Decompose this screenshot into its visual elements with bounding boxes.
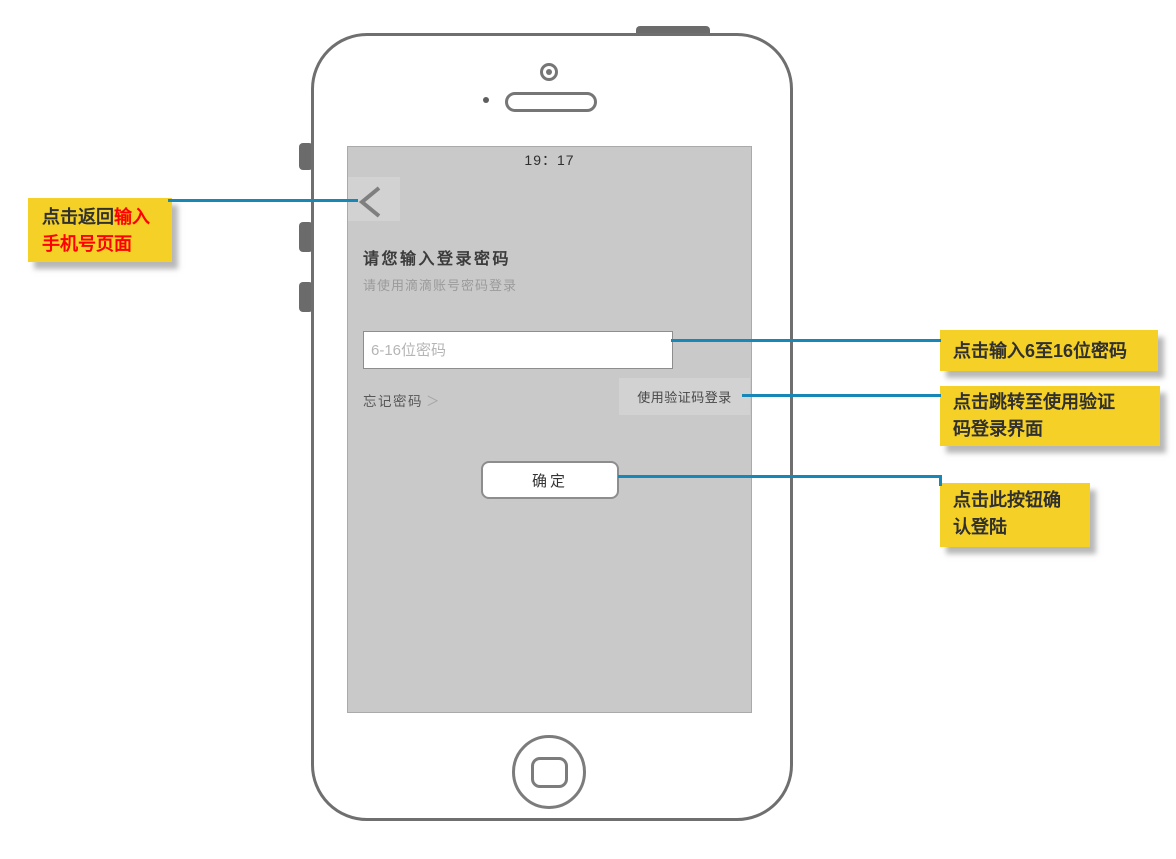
callout-line-confirm-elbow [939, 475, 942, 486]
mute-switch [299, 143, 313, 170]
annotation-password: 点击输入6至16位密码 [940, 330, 1158, 371]
annotation-confirm-text-line1: 点击此按钮确 [953, 490, 1061, 510]
code-login-link[interactable]: 使用验证码登录 [619, 378, 750, 415]
callout-line-password [671, 339, 941, 342]
status-bar-time: 19：17 [524, 152, 575, 168]
volume-up-button [299, 222, 313, 252]
annotation-code-login-text-line2: 码登录界面 [953, 419, 1043, 439]
callout-line-confirm [618, 475, 942, 478]
callout-line-code-login [742, 394, 941, 397]
earpiece-speaker [505, 92, 597, 112]
annotation-confirm-text-line2: 认登陆 [953, 517, 1007, 537]
page-title: 请您输入登录密码 [363, 251, 512, 268]
confirm-button[interactable]: 确定 [481, 461, 619, 499]
annotation-code-login: 点击跳转至使用验证 码登录界面 [940, 386, 1160, 446]
home-button-square-icon [531, 757, 568, 788]
confirm-button-label: 确定 [531, 472, 568, 490]
annotation-confirm: 点击此按钮确 认登陆 [940, 483, 1090, 547]
password-input[interactable] [363, 331, 673, 369]
annotation-back: 点击返回输入 手机号页面 [28, 198, 172, 262]
page-subtitle: 请使用滴滴账号密码登录 [363, 278, 518, 293]
forgot-password-label: 忘记密码 [363, 394, 423, 409]
code-login-label: 使用验证码登录 [637, 390, 732, 405]
home-button[interactable] [512, 735, 586, 809]
callout-line-back [168, 199, 358, 202]
camera-lens-dot [546, 69, 552, 75]
phone-screen: 19：17 请您输入登录密码 请使用滴滴账号密码登录 忘记密码＞ 使用验证码登录… [347, 146, 752, 713]
front-camera-icon [540, 63, 558, 81]
chevron-left-icon [358, 186, 381, 218]
forgot-password-link[interactable]: 忘记密码＞ [363, 390, 440, 410]
proximity-sensor-dot [483, 97, 489, 103]
chevron-right-icon: ＞ [426, 394, 440, 409]
volume-down-button [299, 282, 313, 312]
annotation-back-text-red: 输入 [114, 207, 150, 227]
annotation-code-login-text-line1: 点击跳转至使用验证 [953, 392, 1115, 412]
annotation-password-text: 点击输入6至16位密码 [953, 341, 1128, 361]
annotation-back-text-red-line2: 手机号页面 [42, 234, 132, 254]
annotation-back-text: 点击返回 [42, 207, 114, 227]
